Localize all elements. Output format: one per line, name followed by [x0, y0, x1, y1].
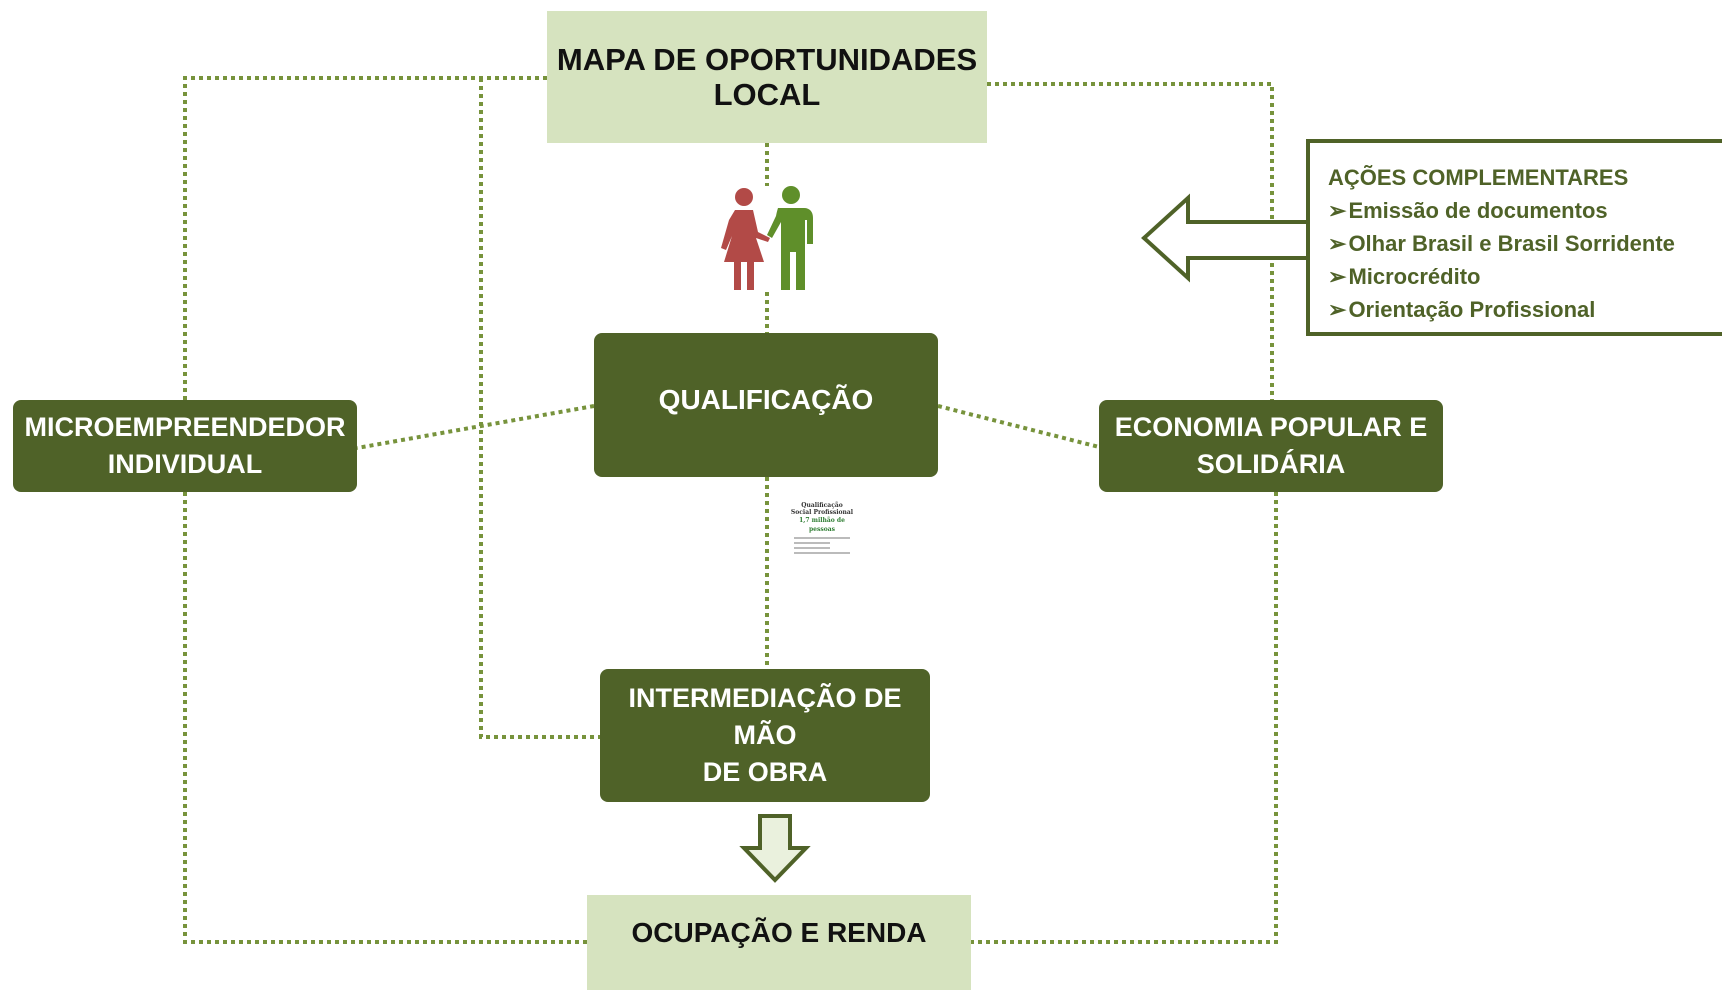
- woman-icon: [721, 188, 770, 290]
- node-mapa-de-oportunidades: MAPA DE OPORTUNIDADES LOCAL: [547, 11, 987, 143]
- thumbnail-text-line: [794, 542, 830, 544]
- arrow-left-icon: [1141, 193, 1306, 283]
- thumbnail-text-line: [794, 552, 850, 554]
- thumbnail-text-line: [794, 547, 830, 549]
- node-qualificacao: QUALIFICAÇÃO: [594, 333, 938, 477]
- acoes-complementares-box: AÇÕES COMPLEMENTARES ➢Emissão de documen…: [1306, 139, 1722, 336]
- connector-mapa-intermediacao: [479, 78, 600, 739]
- node-intermediacao: INTERMEDIAÇÃO DE MÃO DE OBRA: [600, 669, 930, 802]
- connector-mapa-left: [183, 76, 547, 400]
- node-economia-popular: ECONOMIA POPULAR E SOLIDÁRIA: [1099, 400, 1443, 492]
- arrow-bullet-icon: ➢: [1328, 264, 1347, 289]
- thumbnail-title: Qualificação: [801, 502, 843, 509]
- list-item: ➢Emissão de documentos: [1328, 194, 1722, 227]
- acoes-item-label: Orientação Profissional: [1348, 297, 1596, 322]
- connector-qualificacao-eps: [937, 404, 1100, 449]
- acoes-item-label: Olhar Brasil e Brasil Sorridente: [1348, 231, 1675, 256]
- list-item: ➢Orientação Profissional: [1328, 293, 1722, 326]
- arrow-bullet-icon: ➢: [1328, 297, 1347, 322]
- connector-mei-ocupacao: [183, 492, 587, 944]
- node-ocupacao-e-renda: OCUPAÇÃO E RENDA: [587, 895, 971, 990]
- thumbnail-highlight: 1,7 milhão de pessoas: [799, 517, 845, 533]
- acoes-title: AÇÕES COMPLEMENTARES: [1328, 165, 1629, 190]
- thumbnail-text-line: [794, 537, 850, 539]
- connector-qualificacao-mei: [356, 404, 595, 450]
- woman-and-man-icon: [721, 186, 813, 290]
- thumbnail-subtitle: Social Profissional: [790, 509, 854, 516]
- list-item: ➢Microcrédito: [1328, 260, 1722, 293]
- connector-eps-ocupacao: [971, 492, 1278, 944]
- arrow-down-icon: [739, 814, 811, 883]
- man-icon: [767, 186, 813, 290]
- acoes-item-label: Emissão de documentos: [1348, 198, 1608, 223]
- node-microempreendedor: MICROEMPREENDEDOR INDIVIDUAL: [13, 400, 357, 492]
- acoes-list: ➢Emissão de documentos ➢Olhar Brasil e B…: [1328, 194, 1722, 326]
- acoes-item-label: Microcrédito: [1348, 264, 1481, 289]
- arrow-bullet-icon: ➢: [1328, 231, 1347, 256]
- qualificacao-thumbnail: Qualificação Social Profissional 1,7 mil…: [790, 502, 854, 554]
- list-item: ➢Olhar Brasil e Brasil Sorridente: [1328, 227, 1722, 260]
- arrow-bullet-icon: ➢: [1328, 198, 1347, 223]
